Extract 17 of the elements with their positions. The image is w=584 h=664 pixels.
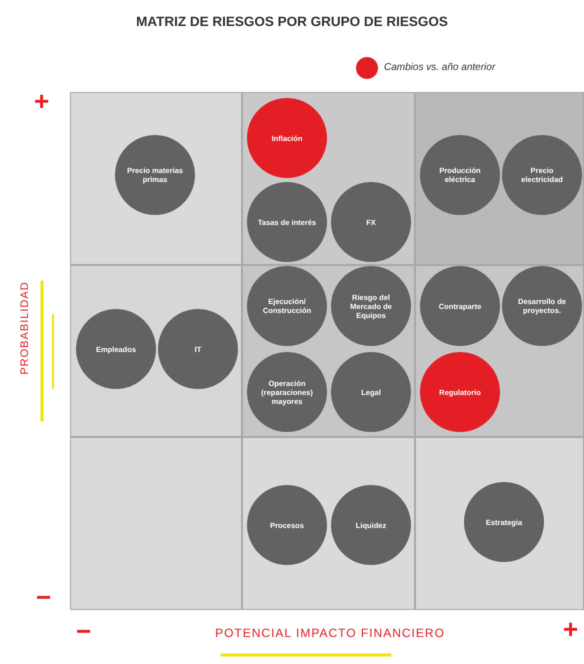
matrix-cell: [70, 265, 242, 437]
matrix-cell: [242, 437, 415, 610]
matrix-cell: [70, 437, 242, 610]
axis-end-label: +: [34, 88, 50, 114]
matrix-cell: [415, 437, 584, 610]
axis-title: POTENCIAL IMPACTO FINANCIERO: [214, 626, 446, 640]
matrix-cell: [242, 265, 415, 437]
legend-text: Cambios vs. año anterior: [384, 62, 496, 73]
axis-end-label: +: [563, 616, 578, 642]
title: MATRIZ DE RIESGOS POR GRUPO DE RIESGOS: [135, 14, 449, 29]
axis-end-label: −: [36, 584, 52, 610]
axis-end-label: −: [76, 618, 92, 644]
matrix-cell: [70, 92, 242, 265]
matrix-cell: [415, 265, 584, 437]
matrix-cell: [242, 92, 415, 265]
axis-title: PROBABILIDAD: [19, 280, 31, 377]
matrix-cell: [415, 92, 584, 265]
